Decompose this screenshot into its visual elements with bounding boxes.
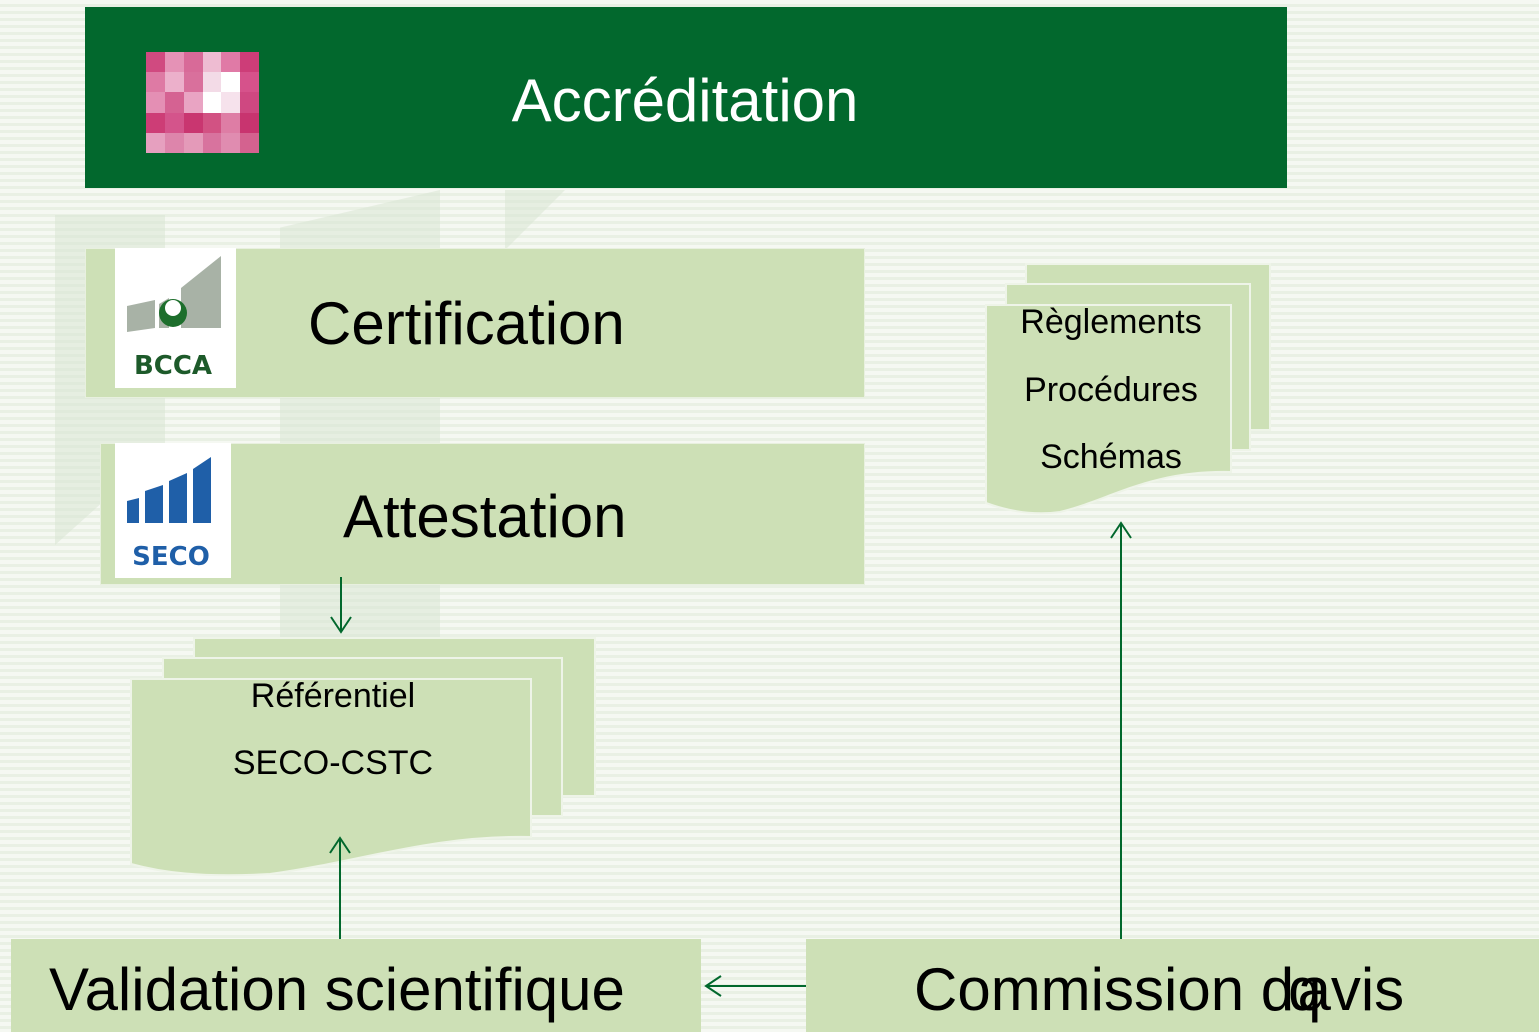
- validation-title: Validation scientifique: [49, 956, 625, 1023]
- bcca-logo-text: BCCA: [134, 351, 212, 381]
- bcca-logo-icon: BCCA: [115, 248, 236, 388]
- docs-left-line-2: SECO-CSTC: [232, 744, 434, 782]
- validation-box: Validation scientifique: [11, 939, 701, 1032]
- attestation-title: Attestation: [343, 483, 627, 550]
- docs-right-line-3: Schémas: [1040, 438, 1182, 476]
- seco-logo-icon: SECO: [115, 443, 231, 578]
- seco-logo-text: SECO: [132, 542, 210, 572]
- commission-title-overlap: q: [1288, 956, 1322, 1023]
- commission-title-part2: avis: [1297, 956, 1405, 1023]
- accreditation-header: Accréditation: [85, 7, 1287, 188]
- docs-left-line-1: Référentiel: [250, 677, 416, 715]
- header-title: Accréditation: [511, 67, 859, 134]
- commission-title-part1: Commission d: [914, 956, 1295, 1023]
- pixelated-logo: [146, 52, 259, 153]
- commission-box: Commission dqavis: [806, 939, 1539, 1032]
- commission-title: Commission dqavis: [914, 955, 1434, 1024]
- docs-right-stack: [985, 263, 1271, 515]
- docs-left-stack: [130, 637, 596, 877]
- docs-right-line-1: Règlements: [1020, 303, 1202, 341]
- certification-title: Certification: [308, 290, 625, 357]
- docs-right-line-2: Procédures: [1024, 371, 1198, 409]
